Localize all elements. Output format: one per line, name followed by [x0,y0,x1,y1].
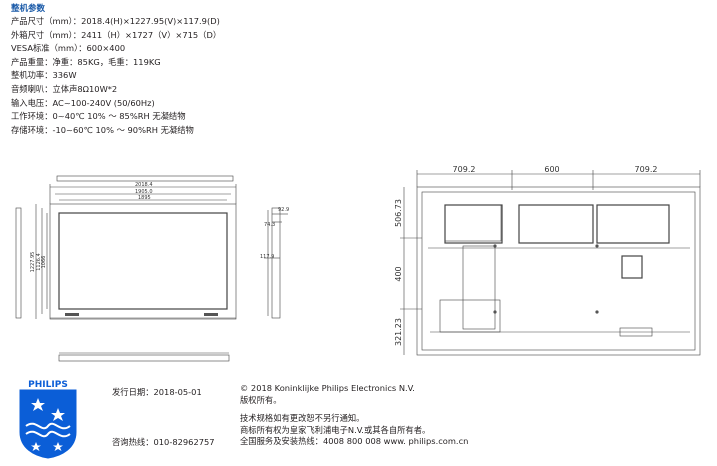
hotline-row: 咨询热线：010-82962757 [112,436,215,448]
spec-row-box-size: 外箱尺寸（mm）：2411（H）×1727（V）×715（D） [11,29,221,43]
copyright: © 2018 Koninklijke Philips Electronics N… [240,383,415,393]
section-title: 整机参数 [11,4,46,14]
spec-value: AC~100-240V (50/60Hz) [52,97,155,108]
notice-1: 技术规格如有更改恕不另行通知。 [240,413,365,423]
release-date: 2018-05-01 [153,387,202,397]
rights: 版权所有。 [240,394,282,405]
dim-height-mid: 1126.4 [36,253,42,271]
spec-row-power: 整机功率：336W [11,69,221,83]
spec-value: 336W [52,70,77,81]
dim-side-mid: 74.3 [264,222,275,228]
hotline-label: 咨询热线： [112,437,154,447]
dim-side-depth: 117.9 [260,254,274,260]
dim-side-top: 92.9 [278,207,289,213]
spec-list: 产品尺寸（mm）：2018.4(H)×1227.95(V)×117.9(D) 外… [11,15,221,137]
spec-row-vesa: VESA标准（mm）：600×400 [11,42,221,56]
front-view-outline [49,203,237,320]
dim-height-total: 1227.95 [30,252,36,273]
spec-row-weight: 产品重量：净重：85KG，毛重：119KG [11,56,221,70]
spec-value: 600×400 [86,43,126,54]
release-date-row: 发行日期：2018-05-01 [112,386,202,398]
spec-row-product-size: 产品尺寸（mm）：2018.4(H)×1227.95(V)×117.9(D) [11,15,221,29]
service-hotline: 全国服务及安装热线：4008 800 008 www. philips.com.… [240,436,469,446]
spec-label: 输入电压： [11,97,53,108]
notice-2: 商标所有权为皇家飞利浦电子N.V.或其各自所有者。 [240,424,431,435]
dim-back-right: 709.2 [635,165,658,174]
spec-label: 产品尺寸（mm）： [11,16,82,26]
bottom-view-outline [58,354,230,362]
dim-back-top: 506.73 [394,199,403,227]
left-edge-outline [15,207,22,319]
spec-label: 音频喇叭： [11,83,53,94]
spec-label: 产品重量： [11,56,53,67]
back-view-outline [416,186,701,356]
dim-back-bottom: 321.23 [394,318,403,346]
dim-height-inner: 1066 [41,256,47,269]
technical-drawing: 2018.4 1905.0 1895 1227.95 1126.4 1066 9… [15,165,701,362]
spec-value: 净重：85KG，毛重：119KG [52,56,161,67]
dim-back-mid: 400 [394,266,403,281]
spec-value: 立体声8Ω10W*2 [52,83,118,94]
release-label: 发行日期： [112,387,154,397]
footer-right: © 2018 Koninklijke Philips Electronics N… [240,383,468,448]
philips-logo: PHILIPS [19,380,77,459]
spec-label: 整机功率： [11,70,53,81]
spec-row-operating-env: 工作环境：0~40℃ 10% ～ 85%RH 无凝结物 [11,110,221,124]
spec-row-voltage: 输入电压：AC~100-240V (50/60Hz) [11,97,221,111]
spec-label: 外箱尺寸（mm）： [11,29,82,40]
logo-wordmark: PHILIPS [28,380,68,390]
spec-value: 0~40℃ 10% ～ 85%RH 无凝结物 [52,111,186,122]
dim-back-left: 709.2 [453,165,476,174]
side-view-outline [271,207,281,319]
dim-width-total: 2018.4 [135,182,153,188]
spec-label: VESA标准（mm）： [11,43,87,54]
top-view-outline [56,175,234,182]
spec-row-speaker: 音频喇叭：立体声8Ω10W*2 [11,83,221,97]
hotline-number: 010-82962757 [153,437,215,447]
spec-row-storage-env: 存储环境：-10~60℃ 10% ～ 90%RH 无凝结物 [11,124,221,138]
dim-back-center: 600 [544,165,559,174]
dim-width-inner: 1895 [138,195,151,201]
spec-value: -10~60℃ 10% ～ 90%RH 无凝结物 [52,124,194,135]
spec-label: 存储环境： [11,124,53,135]
spec-value: 2018.4(H)×1227.95(V)×117.9(D) [81,16,220,26]
spec-label: 工作环境： [11,111,53,122]
dim-width-mid: 1905.0 [135,189,153,195]
spec-value: 2411（H）×1727（V）×715（D） [81,29,222,40]
